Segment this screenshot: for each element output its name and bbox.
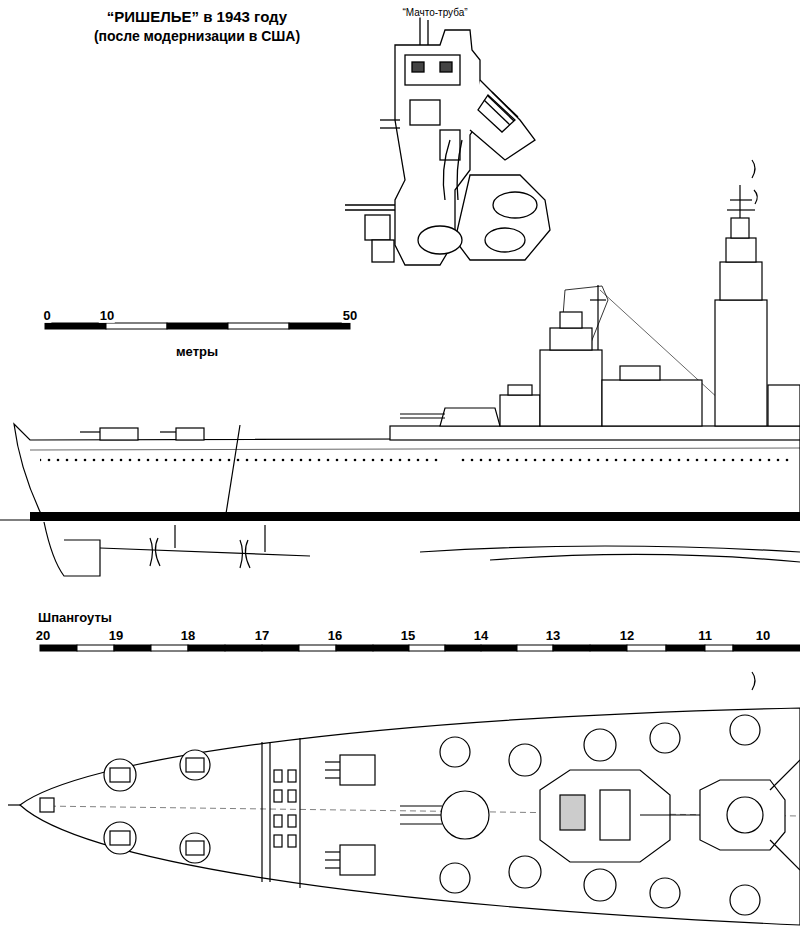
frame-number: 11 [697,629,713,643]
metre-scale-bar [45,323,350,329]
frame-number: 13 [545,629,561,643]
detail-label: “Мачто-труба” [401,7,468,18]
title: “РИШЕЛЬЕ” в 1943 году [106,9,288,26]
scale-title: Шпангоуты [37,611,113,625]
frame-number: 14 [473,629,489,643]
mast-funnel-detail [345,10,550,265]
side-profile [0,160,800,576]
frame-scale-bar [40,645,800,651]
scale-unit: метры [175,345,219,359]
plan-view [8,672,800,925]
scale-number: 0 [42,309,51,323]
frame-number: 19 [108,629,124,643]
frame-number: 16 [327,629,343,643]
frame-number: 17 [254,629,270,643]
frame-number: 15 [400,629,416,643]
subtitle: (после модернизации в США) [93,29,301,44]
scale-number: 50 [342,309,358,323]
frame-number: 12 [619,629,635,643]
frame-number: 20 [35,629,51,643]
scale-number: 10 [99,309,115,323]
frame-number: 18 [180,629,196,643]
frame-number: 10 [755,629,771,643]
